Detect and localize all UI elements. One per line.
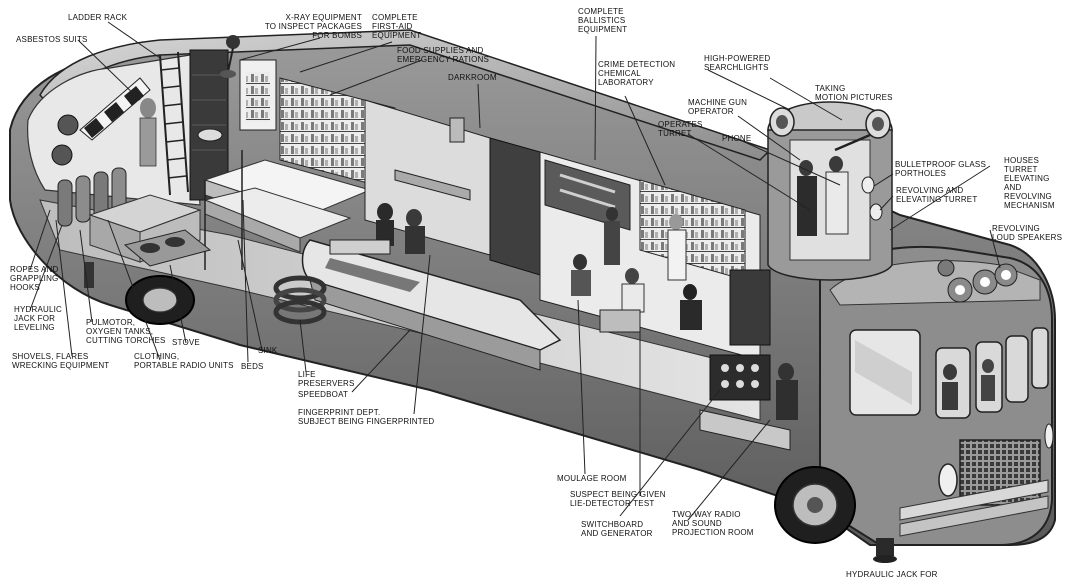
asbestos-suits-rack xyxy=(79,77,157,167)
crime-laboratory xyxy=(539,151,761,361)
label-first-aid: COMPLETE FIRST-AID EQUIPMENT xyxy=(372,13,422,40)
label-ballistics: COMPLETE BALLISTICS EQUIPMENT xyxy=(578,7,628,34)
label-xray-equipment: X-RAY EQUIPMENT TO INSPECT PACKAGES FOR … xyxy=(264,13,362,40)
label-speedboat: SPEEDBOAT xyxy=(298,390,349,399)
label-machine-gun: MACHINE GUN OPERATOR xyxy=(688,98,748,116)
label-phone: PHONE xyxy=(722,134,752,143)
label-two-way-radio: TWO-WAY RADIO AND SOUND PROJECTION ROOM xyxy=(672,510,754,537)
label-stove: STOVE xyxy=(172,338,200,347)
label-sink: SINK xyxy=(258,346,278,355)
fingerprint-dept xyxy=(329,99,541,276)
loud-speakers xyxy=(937,259,1018,303)
label-loudspeakers: REVOLVING LOUD SPEAKERS xyxy=(992,224,1063,242)
label-food-supplies: FOOD SUPPLIES AND EMERGENCY RATIONS xyxy=(397,46,490,64)
label-hydraulic-jack: HYDRAULIC JACK FOR LEVELING xyxy=(14,305,63,332)
label-asbestos-suits: ASBESTOS SUITS xyxy=(16,35,88,44)
leader-lines xyxy=(29,21,1001,521)
label-hydraulic-jack-front: HYDRAULIC JACK FOR xyxy=(846,570,938,579)
label-darkroom: DARKROOM xyxy=(448,73,497,82)
speedboat xyxy=(273,239,562,371)
label-ropes: ROPES AND GRAPPLING HOOKS xyxy=(10,265,59,292)
label-portholes: BULLETPROOF GLASS PORTHOLES xyxy=(895,160,986,178)
label-beds: BEDS xyxy=(241,362,264,371)
label-crime-lab: CRIME DETECTION CHEMICAL LABORATORY xyxy=(598,60,676,87)
front-cab xyxy=(819,245,1054,563)
radio-room xyxy=(699,269,798,451)
label-life-preservers: LIFE PRESERVERS xyxy=(298,370,355,388)
label-turret: REVOLVING AND ELEVATING TURRET xyxy=(896,186,978,204)
label-motion-pictures: TAKING MOTION PICTURES xyxy=(815,84,893,102)
turret xyxy=(767,101,1018,303)
label-fingerprint: FINGERPRINT DEPT. SUBJECT BEING FINGERPR… xyxy=(298,408,435,426)
label-switchboard: SWITCHBOARD AND GENERATOR xyxy=(581,520,653,538)
wheels xyxy=(125,275,856,544)
oxygen-tanks xyxy=(57,167,127,227)
label-lie-detector: SUSPECT BEING GIVEN LIE-DETECTOR TEST xyxy=(570,490,666,508)
label-houses-mechanism: HOUSES TURRET ELEVATING AND REVOLVING ME… xyxy=(1004,156,1055,210)
label-pulmotor: PULMOTOR, OXYGEN TANKS, CUTTING TORCHES xyxy=(86,318,166,345)
label-moulage-room: MOULAGE ROOM xyxy=(557,474,627,483)
label-clothing: CLOTHING, PORTABLE RADIO UNITS xyxy=(134,352,234,370)
label-operates-turret: OPERATES TURRET xyxy=(658,120,703,138)
label-ladder-rack: LADDER RACK xyxy=(68,13,128,22)
label-shovels: SHOVELS, FLARES WRECKING EQUIPMENT xyxy=(12,352,110,370)
label-searchlights: HIGH-POWERED SEARCHLIGHTS xyxy=(704,54,771,72)
ladder-rack xyxy=(159,51,189,196)
